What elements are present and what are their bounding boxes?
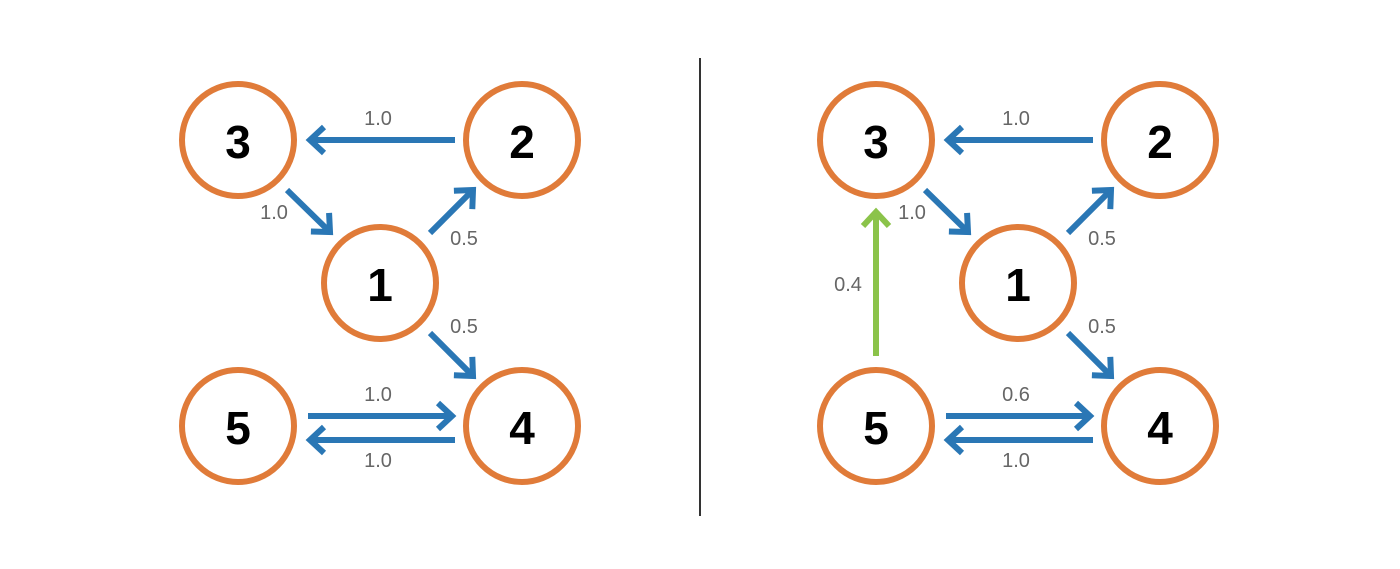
arrowhead [305,424,327,456]
edge-line [1065,189,1112,236]
state-circle [463,367,581,485]
edge-weight-label: 0.5 [450,316,478,338]
edge-weight-label: 0.5 [1088,316,1116,338]
state-label: 1 [1005,259,1031,311]
state-node-3: 3 [817,81,935,199]
edge-weight-label: 1.0 [1002,450,1030,472]
state-circle [959,224,1077,342]
edge-weight-label: 1.0 [364,450,392,472]
edge-5-to-3: 0.4 [834,207,892,356]
edge-weight-label: 0.5 [450,228,478,250]
state-circle [817,81,935,199]
edge-3-to-1: 1.0 [898,187,972,236]
state-circle [179,81,297,199]
edge-weight-label: 1.0 [1002,108,1030,130]
arrowhead [943,424,965,456]
state-node-2: 2 [463,81,581,199]
state-label: 5 [225,402,251,454]
arrowhead [1091,186,1115,210]
edge-1-to-2: 0.5 [1065,186,1116,250]
edge-1-to-4: 0.5 [427,316,478,380]
arrowhead [435,400,457,432]
state-label: 2 [509,116,535,168]
arrowhead [948,212,972,236]
edge-2-to-3: 1.0 [943,108,1093,156]
state-node-4: 4 [1101,367,1219,485]
state-node-5: 5 [817,367,935,485]
arrowhead [310,212,334,236]
edge-3-to-1: 1.0 [260,187,334,236]
state-circle [179,367,297,485]
edge-weight-label: 0.5 [1088,228,1116,250]
edge-4-to-5: 1.0 [943,424,1093,472]
state-node-4: 4 [463,367,581,485]
state-label: 3 [225,116,251,168]
edge-line [1065,330,1112,377]
edge-4-to-5: 1.0 [305,424,455,472]
edge-5-to-4: 0.6 [946,384,1095,432]
edge-line [427,330,474,377]
state-label: 4 [1147,402,1173,454]
edge-line [922,187,969,233]
state-node-3: 3 [179,81,297,199]
graph-panel-left: 1.0 1.0 0.5 0.5 1.0 1.0 3 2 1 5 4 [179,81,581,485]
graph-panel-right: 1.0 1.0 0.5 0.5 0.6 1.0 0.4 3 2 1 5 4 [817,81,1219,485]
state-label: 1 [367,259,393,311]
arrowhead [1091,356,1115,380]
state-label: 3 [863,116,889,168]
edge-weight-label: 1.0 [364,384,392,406]
edge-5-to-4: 1.0 [308,384,457,432]
state-node-1: 1 [321,224,439,342]
state-label: 5 [863,402,889,454]
edge-weight-label: 0.4 [834,274,862,296]
state-node-5: 5 [179,367,297,485]
state-label: 2 [1147,116,1173,168]
state-circle [321,224,439,342]
edge-weight-label: 1.0 [260,202,288,224]
state-node-1: 1 [959,224,1077,342]
arrowhead [860,207,892,229]
edge-line [284,187,331,233]
arrowhead [943,124,965,156]
arrowhead [453,186,477,210]
arrowhead [305,124,327,156]
state-circle [1101,81,1219,199]
arrowhead [453,356,477,380]
edge-2-to-3: 1.0 [305,108,455,156]
state-circle [463,81,581,199]
edge-weight-label: 1.0 [898,202,926,224]
state-circle [1101,367,1219,485]
state-circle [817,367,935,485]
arrowhead [1073,400,1095,432]
edge-weight-label: 0.6 [1002,384,1030,406]
edge-1-to-2: 0.5 [427,186,478,250]
edge-line [427,189,474,236]
edge-weight-label: 1.0 [364,108,392,130]
state-node-2: 2 [1101,81,1219,199]
edge-1-to-4: 0.5 [1065,316,1116,380]
state-label: 4 [509,402,535,454]
